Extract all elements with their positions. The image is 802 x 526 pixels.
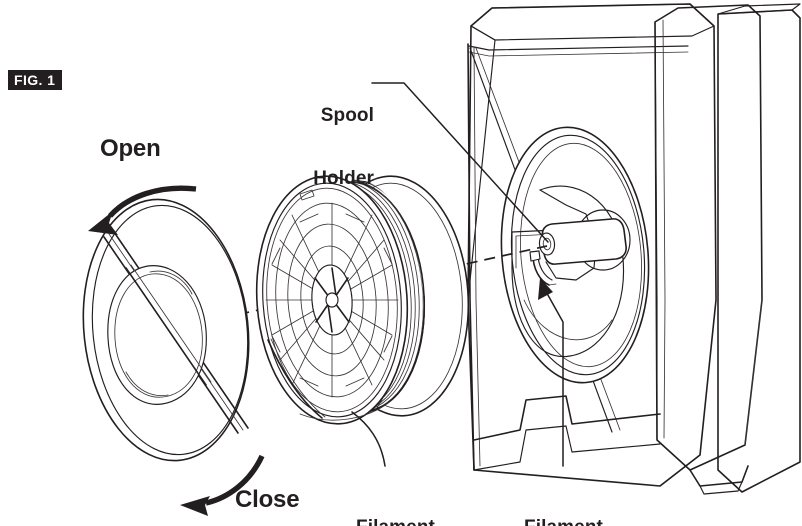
action-label-close: Close xyxy=(235,486,300,513)
callout-spool-holder-line2: Holder xyxy=(313,168,374,190)
spindle-pin xyxy=(538,218,627,265)
action-label-open: Open xyxy=(100,135,161,162)
guide-tube-fitting xyxy=(529,250,557,286)
open-arrow xyxy=(88,185,197,235)
filament-guide-tube-leader xyxy=(538,278,564,467)
callout-spool-holder: Spool Holder xyxy=(302,62,374,232)
spool-cover-cap xyxy=(82,198,250,462)
filament-leader xyxy=(351,411,386,467)
callout-spool-holder-line1: Spool xyxy=(320,104,374,126)
callout-filament: Filament xyxy=(348,474,443,526)
filament-strand xyxy=(267,339,323,419)
callout-filament-line1: Filament xyxy=(348,517,443,526)
filament-spool xyxy=(255,175,470,425)
close-arrow xyxy=(180,454,265,516)
callout-filament-guide-tube-line1: Filament xyxy=(497,517,630,526)
callout-filament-guide-tube: Filament Guide Tube xyxy=(497,474,630,526)
spool-hub xyxy=(311,264,353,336)
spool-holder-leader xyxy=(371,82,549,243)
figure-tag: FIG. 1 xyxy=(8,70,63,90)
